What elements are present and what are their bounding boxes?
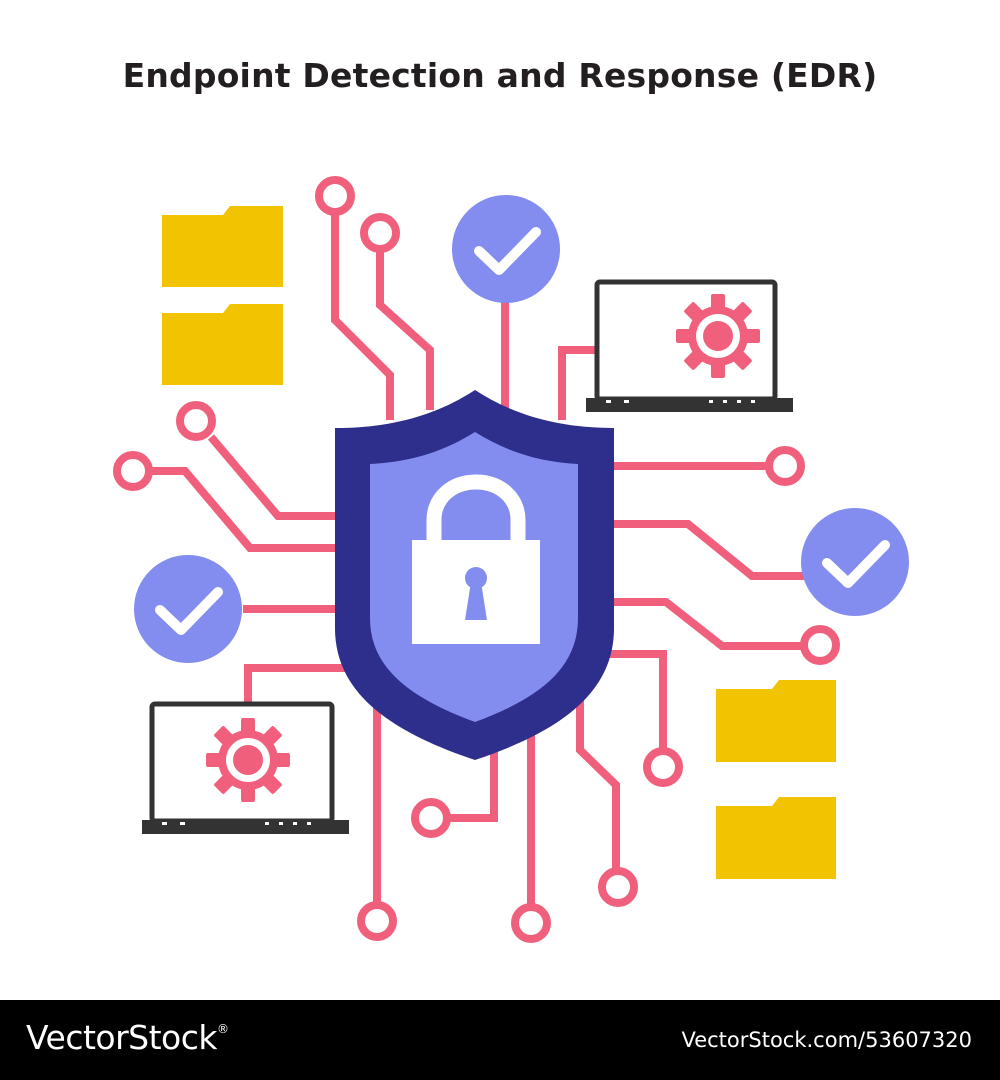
check-badge-icon	[452, 195, 560, 303]
brand-logo: VectorStock®	[26, 1018, 229, 1057]
circuit-trace	[331, 212, 394, 420]
circuit-trace	[608, 598, 802, 650]
circuit-node	[765, 446, 805, 486]
circuit-trace	[449, 742, 498, 822]
circuit-trace	[150, 467, 340, 552]
image-id: VectorStock.com/53607320	[681, 1028, 972, 1052]
circuit-trace	[576, 680, 620, 870]
check-badge-icon	[801, 508, 909, 616]
circuit-node	[176, 401, 216, 441]
gear-icon	[206, 718, 290, 802]
circuit-trace	[598, 650, 667, 750]
gear-icon	[676, 294, 760, 378]
circuit-node	[411, 798, 451, 838]
folder-icon	[162, 206, 283, 287]
laptop-icon	[586, 279, 793, 412]
page-title: Endpoint Detection and Response (EDR)	[122, 56, 878, 95]
folder-icon	[162, 304, 283, 385]
circuit-trace	[376, 250, 434, 410]
circuit-trace	[610, 520, 805, 580]
registered-mark: ®	[217, 1022, 229, 1036]
circuit-node	[598, 867, 638, 907]
padlock-icon	[412, 474, 540, 644]
footer-bar: VectorStock® VectorStock.com/53607320	[0, 1000, 1000, 1080]
folder-icon	[716, 797, 836, 879]
circuit-node	[113, 451, 153, 491]
circuit-node	[360, 213, 400, 253]
circuit-node	[357, 901, 397, 941]
circuit-node	[511, 903, 551, 943]
circuit-node	[315, 176, 355, 216]
circuit-node	[643, 747, 683, 787]
illustration-canvas: Endpoint Detection and Response (EDR)	[113, 56, 909, 943]
circuit-trace	[207, 434, 340, 520]
edr-illustration	[113, 176, 909, 943]
brand-name: VectorStock	[26, 1018, 218, 1057]
folder-icon	[716, 680, 836, 762]
circuit-node	[800, 625, 840, 665]
check-badge-icon	[134, 555, 242, 663]
